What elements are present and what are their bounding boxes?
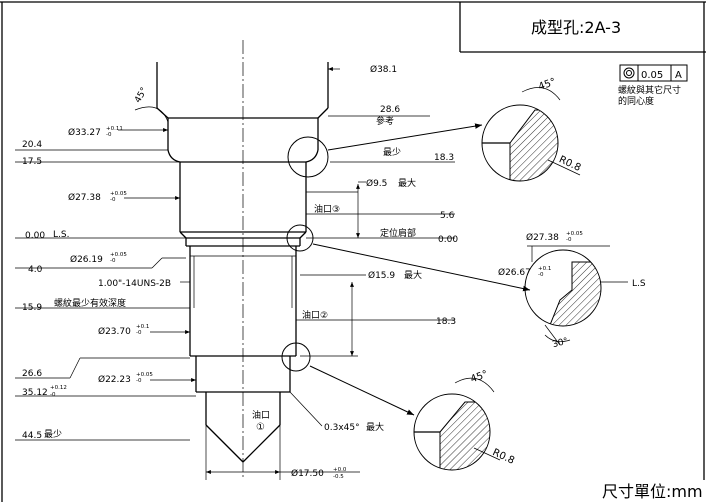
dia-27-38-tol-dn: -0: [110, 197, 116, 203]
dia-9-5-note: 最大: [398, 177, 416, 189]
gdt-frame: [619, 64, 688, 82]
datum-0-00: 0.00: [25, 231, 45, 241]
detail-bot-angle: 45°: [469, 369, 489, 385]
dim-ref: 參考: [376, 115, 394, 127]
dia-17-50-tol-up: +0.0: [333, 467, 347, 473]
dim-min: 最少: [383, 147, 401, 158]
detail-callout-top[interactable]: [287, 136, 329, 178]
datum-35-12-tol-up: +0.12: [50, 385, 67, 391]
oil-port-2: 油口②: [302, 309, 328, 321]
detail-mid-dia-27-dn: -0: [566, 237, 572, 243]
dia-17-50-tol-dn: -0.5: [333, 474, 344, 480]
dia-17-50: Ø17.50: [291, 468, 324, 479]
chamfer-dim: 0.3x45°: [324, 423, 360, 433]
dia-22-23-tol-dn: -0: [136, 378, 142, 384]
dia-26-19-tol-up: +0.05: [110, 252, 127, 258]
datum-17-5: 17.5: [22, 157, 42, 167]
detail-view-bottom: [413, 377, 501, 471]
oil-port-1-line2: ①: [256, 422, 265, 433]
oil-port-3: 油口③: [314, 203, 340, 215]
detail-mid-dia-26: Ø26.67: [498, 267, 531, 278]
oil-port-1-line1: 油口: [252, 409, 270, 421]
dia-23-70-tol-up: +0.1: [136, 324, 149, 330]
dia-33-27: Ø33.27: [68, 127, 101, 138]
detail-view-middle: [524, 245, 628, 346]
datum-15-9: 15.9: [22, 303, 42, 313]
datum-35-12: 35.12: [22, 388, 48, 398]
datum-44-5: 44.5: [22, 431, 42, 441]
dim-5-6: 5.6: [440, 211, 455, 221]
dim-28-6: 28.6: [380, 105, 400, 115]
detail-mid-dia-26-up: +0.1: [538, 266, 551, 272]
dia-22-23: Ø22.23: [98, 374, 131, 385]
dia-15-9: Ø15.9: [368, 270, 395, 281]
detail-top-radius: R0.8: [557, 154, 582, 174]
leader-detail-middle: [312, 243, 531, 292]
detail-mid-dia-27: Ø27.38: [526, 232, 559, 243]
dia-23-70-tol-dn: -0: [136, 330, 142, 336]
detail-mid-ls: L.S: [632, 279, 646, 289]
dim-0-00-right: 0.00: [438, 235, 458, 245]
leader-detail-top: [327, 123, 483, 151]
dia-38-1: Ø38.1: [370, 64, 397, 75]
dia-33-27-tol-up: +0.11: [106, 126, 123, 132]
cavity-profile: [156, 62, 329, 480]
detail-mid-dia-27-up: +0.05: [566, 231, 583, 237]
dia-22-23-tol-up: +0.05: [136, 372, 153, 378]
chamfer-note: 最大: [366, 421, 384, 433]
dia-26-19: Ø26.19: [70, 254, 103, 265]
detail-mid-angle: 30°: [551, 337, 569, 351]
dim-18-3-bot: 18.3: [436, 317, 456, 327]
detail-mid-dia-26-dn: -0: [538, 272, 544, 278]
datum-20-4: 20.4: [22, 140, 42, 150]
dia-33-27-tol-dn: -0: [106, 132, 112, 138]
angle-main: 45°: [133, 86, 150, 105]
dim-18-3-top: 18.3: [434, 153, 454, 163]
gdt-tolerance: 0.05: [641, 70, 663, 81]
datum-ls: L.S.: [53, 230, 69, 240]
gdt-note-line2: 的同心度: [618, 95, 654, 107]
left-datum-lines: [15, 149, 196, 441]
detail-top-angle: 45°: [537, 77, 557, 93]
dia-15-9-note: 最大: [404, 269, 422, 281]
locating-shoulder: 定位肩部: [380, 227, 416, 239]
dia-23-70: Ø23.70: [98, 326, 131, 337]
detail-bot-radius: R0.8: [491, 447, 516, 467]
gdt-note-line1: 螺紋與其它尺寸: [618, 84, 681, 96]
detail-view-top: [481, 87, 581, 182]
dia-27-38: Ø27.38: [68, 192, 101, 203]
datum-44-5-note: 最少: [44, 429, 62, 440]
right-dim-lines: [289, 115, 455, 427]
datum-35-12-tol-dn: -0: [50, 392, 56, 398]
dia-9-5: Ø9.5: [366, 178, 387, 189]
gdt-datum: A: [675, 70, 682, 81]
dia-27-38-tol-up: +0.05: [110, 191, 127, 197]
unit-note: 尺寸單位:mm: [602, 482, 703, 501]
datum-4-0: 4.0: [28, 265, 43, 275]
drawing-title: 成型孔:2A-3: [531, 18, 621, 37]
detail-callout-bottom[interactable]: [281, 342, 311, 372]
thread-depth-note: 螺紋最少有效深度: [54, 297, 126, 309]
concentricity-icon: [623, 67, 635, 79]
leader-detail-bottom: [309, 365, 415, 416]
datum-26-6: 26.6: [22, 369, 42, 379]
thread-spec: 1.00"-14UNS-2B: [98, 279, 171, 289]
dia-26-19-tol-dn: -0: [110, 258, 116, 264]
